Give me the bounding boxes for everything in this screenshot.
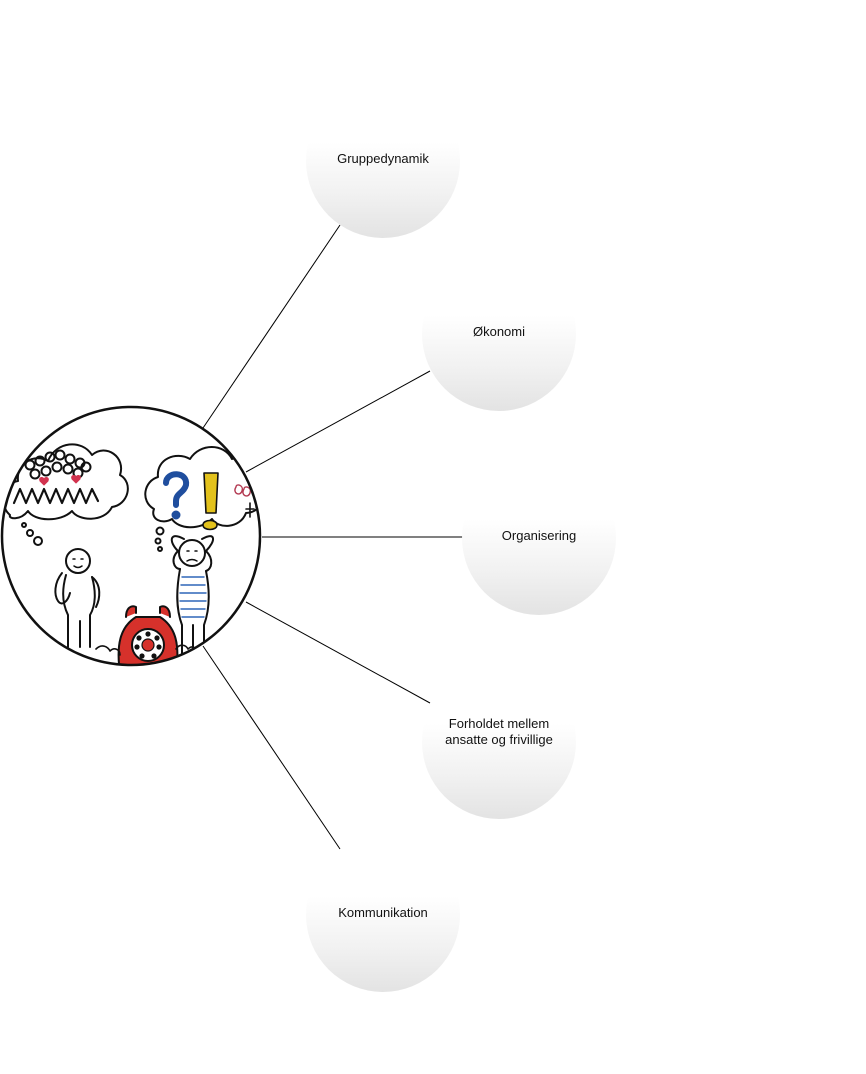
- node-okonomi: Økonomi: [422, 257, 576, 411]
- person-on-phone-icon: [54, 548, 101, 648]
- illustration-communication-sketch-icon: [0, 405, 262, 667]
- thought-cloud-crowd-icon: [2, 443, 129, 546]
- node-kommunikation: Kommunikation: [306, 838, 460, 992]
- thought-cloud-question-exclamation-icon: [144, 446, 260, 552]
- connector-kommunikation: [202, 645, 341, 850]
- connector-okonomi: [245, 370, 431, 473]
- connector-gruppedynamik: [202, 224, 341, 429]
- hub-border: [0, 405, 262, 667]
- node-label: Organisering: [501, 528, 577, 543]
- connector-forholdet: [245, 601, 431, 704]
- node-gruppedynamik: Gruppedynamik: [306, 84, 460, 238]
- node-organisering: Organisering: [462, 461, 616, 615]
- red-phone-icon: [95, 605, 197, 665]
- node-label: Økonomi: [472, 324, 526, 339]
- node-label: Gruppedynamik: [337, 151, 429, 166]
- node-label: Forholdet mellem ansatte og frivillige: [445, 716, 553, 747]
- node-label: Kommunikation: [338, 905, 428, 920]
- node-forholdet: Forholdet mellem ansatte og frivillige: [422, 665, 576, 819]
